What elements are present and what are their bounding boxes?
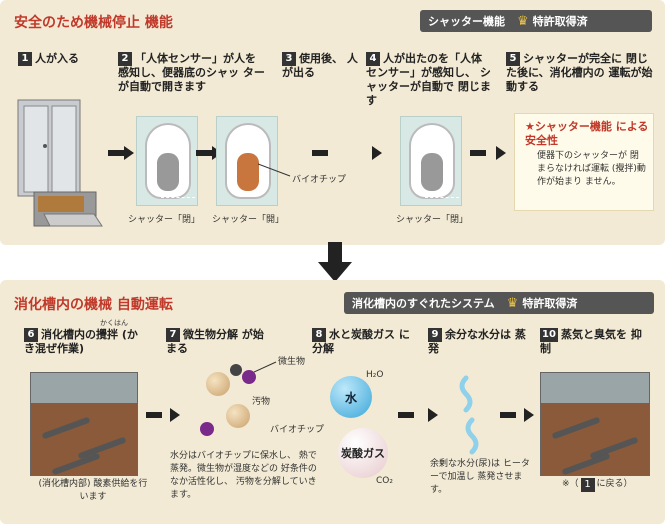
step-number: 8 bbox=[312, 328, 326, 342]
label-biochip: バイオチップ bbox=[270, 425, 325, 435]
info-body: 便器下のシャッターが 閉まらなければ運転 (攪拌)動作が始まり ません。 bbox=[537, 151, 646, 187]
crown-icon: ♛ bbox=[517, 13, 529, 29]
return-step-number: 1 bbox=[580, 478, 595, 492]
step-text: 使用後、 人が出る bbox=[282, 52, 358, 79]
toilet-closed-image bbox=[400, 116, 462, 206]
shutter-safety-info: ★シャッター機能 による安全性 便器下のシャッターが 閉まらなければ運転 (攪拌… bbox=[514, 113, 654, 211]
crown-icon: ♛ bbox=[506, 295, 519, 311]
toilet-unit-image bbox=[17, 99, 103, 227]
caption-closed: シャッター「閉」 bbox=[396, 215, 469, 225]
arrow-icon bbox=[398, 408, 438, 422]
step-number: 4 bbox=[366, 52, 380, 66]
step-text: 微生物分解 が始まる bbox=[166, 328, 264, 355]
caption-open: シャッター「開」 bbox=[212, 215, 285, 225]
arrow-icon bbox=[108, 146, 134, 160]
tank-note: (消化槽内部) 酸素供給を行います bbox=[38, 479, 148, 502]
step-text: 人が入る bbox=[35, 52, 79, 65]
caption-biochip: バイオチップ bbox=[292, 175, 347, 185]
step-text: 蒸気と臭気を 抑制 bbox=[540, 328, 642, 355]
water-ball: 水 bbox=[330, 376, 372, 418]
co2-ball: 炭酸ガス bbox=[338, 428, 388, 478]
auto-operation-panel: 消化槽内の機械 自動運転 消化槽内のすぐれたシステム ♛ 特許取得済 かくはん … bbox=[0, 280, 665, 524]
arrow-icon bbox=[500, 408, 534, 422]
steam-icon bbox=[459, 375, 479, 455]
tank-interior-photo bbox=[30, 372, 138, 476]
microbe-particle bbox=[242, 370, 256, 384]
step-number: 7 bbox=[166, 328, 180, 342]
arrow-icon bbox=[146, 408, 180, 422]
arrow-icon bbox=[470, 146, 506, 160]
toilet-open-image bbox=[216, 116, 278, 206]
dirt-particle bbox=[230, 364, 242, 376]
step-text: 余分な水分は 蒸発 bbox=[428, 328, 526, 355]
step-number: 5 bbox=[506, 52, 520, 66]
label-water: 水 bbox=[344, 390, 357, 405]
step-number: 2 bbox=[118, 52, 132, 66]
toilet-closed-image bbox=[136, 116, 198, 206]
step-number: 1 bbox=[18, 52, 32, 66]
biochip-ball bbox=[206, 372, 230, 396]
step-number: 6 bbox=[24, 328, 38, 342]
badge-label: 消化槽内のすぐれたシステム bbox=[352, 297, 495, 310]
label-co2: CO₂ bbox=[376, 476, 393, 486]
step-text: 消化槽内の攪拌 (かき混ぜ作業) bbox=[24, 328, 138, 355]
step-text: 水と炭酸ガス に分解 bbox=[312, 328, 410, 355]
tank-interior-photo bbox=[540, 372, 650, 476]
microbe-particle bbox=[200, 422, 214, 436]
info-heading: ★シャッター機能 による安全性 bbox=[525, 120, 649, 147]
long-arrow-icon bbox=[312, 146, 382, 160]
step-text: 「人体センサー」が人を 感知し、便器底のシャッ ターが自動で開きます bbox=[118, 52, 265, 93]
step-number: 9 bbox=[428, 328, 442, 342]
shutter-patent-badge: シャッター機能 ♛ 特許取得済 bbox=[420, 10, 652, 32]
caption-closed: シャッター「閉」 bbox=[128, 215, 201, 225]
label-microbe: 微生物 bbox=[278, 357, 306, 367]
step-text: 人が出たのを「人体 センサー」が感知し、 シャッターが自動で 閉じます bbox=[366, 52, 491, 107]
evaporation-note: 余剰な水分(尿)は ヒーターで加温し 蒸発させます。 bbox=[430, 459, 530, 495]
system-patent-badge: 消化槽内のすぐれたシステム ♛ 特許取得済 bbox=[344, 292, 654, 314]
decomposition-note: 水分はバイオチップに保水し、 熱で蒸発。微生物が湿度などの 好条件のなか活性化し… bbox=[170, 451, 317, 500]
operation-title: 消化槽内の機械 自動運転 bbox=[14, 297, 173, 313]
label-h2o: H₂O bbox=[366, 370, 384, 380]
biochip-ball bbox=[226, 404, 250, 428]
safety-title: 安全のため機械停止 機能 bbox=[14, 15, 173, 31]
badge-label: シャッター機能 bbox=[428, 15, 505, 28]
patent-label: 特許取得済 bbox=[532, 15, 588, 28]
label-co2-gas: 炭酸ガス bbox=[341, 447, 385, 460]
step-number: 3 bbox=[282, 52, 296, 66]
return-prefix: ※（ bbox=[562, 479, 579, 489]
leader-line bbox=[258, 163, 291, 177]
leader-line bbox=[254, 361, 277, 373]
return-suffix: に戻る） bbox=[596, 479, 633, 489]
step-number: 10 bbox=[540, 328, 558, 342]
patent-label: 特許取得済 bbox=[522, 297, 578, 310]
down-arrow-icon bbox=[318, 242, 352, 284]
ruby-kakuhan: かくはん bbox=[100, 319, 128, 327]
label-dirt: 汚物 bbox=[252, 397, 271, 407]
step-2: 2「人体センサー」が人を 感知し、便器底のシャッ ターが自動で開きます bbox=[118, 52, 268, 94]
step-text: シャッターが完全に 閉じた後に、消化槽内の 運転が始動する bbox=[506, 52, 653, 93]
